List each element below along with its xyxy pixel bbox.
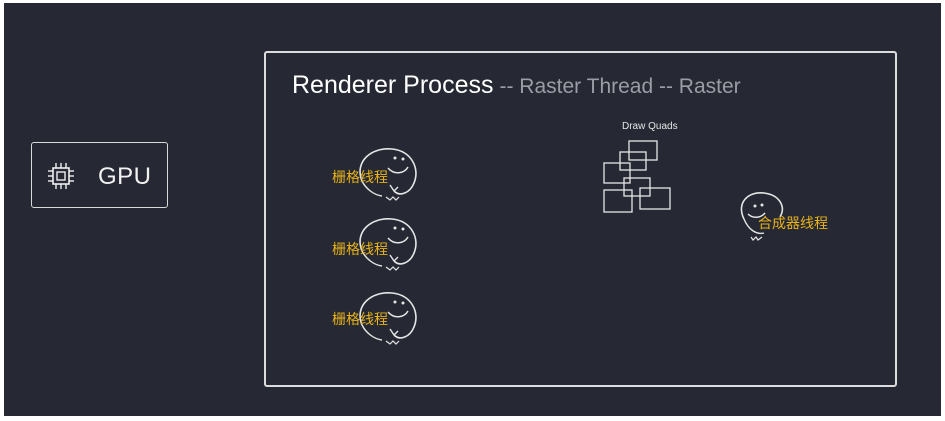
raster-thread-1: 栅格线程	[332, 141, 432, 211]
smiley-thread-icon	[359, 292, 417, 345]
raster-thread-label: 栅格线程	[332, 169, 388, 185]
compositor-thread: 合成器线程	[724, 185, 844, 255]
renderer-title: Renderer Process	[292, 71, 494, 99]
renderer-title-row: Renderer Process-- Raster Thread -- Rast…	[292, 71, 741, 100]
chip-icon	[48, 163, 74, 189]
compositor-thread-label: 合成器线程	[758, 215, 828, 231]
renderer-subtitle: -- Raster Thread -- Raster	[499, 75, 741, 98]
gpu-box: GPU	[31, 142, 168, 208]
smiley-thread-icon	[359, 148, 417, 201]
raster-thread-3: 栅格线程	[332, 285, 432, 355]
raster-thread-label: 栅格线程	[332, 311, 388, 327]
draw-quads-icon	[603, 140, 671, 213]
raster-thread-label: 栅格线程	[332, 241, 388, 257]
renderer-process-box: Renderer Process-- Raster Thread -- Rast…	[264, 51, 897, 387]
gpu-label: GPU	[98, 163, 152, 190]
smiley-thread-icon	[740, 192, 784, 241]
smiley-thread-icon	[359, 218, 417, 271]
raster-thread-2: 栅格线程	[332, 211, 432, 281]
diagram-canvas: GPU Renderer Process-- Raster Thread -- …	[4, 3, 941, 416]
draw-quads-label: Draw Quads	[622, 121, 678, 132]
